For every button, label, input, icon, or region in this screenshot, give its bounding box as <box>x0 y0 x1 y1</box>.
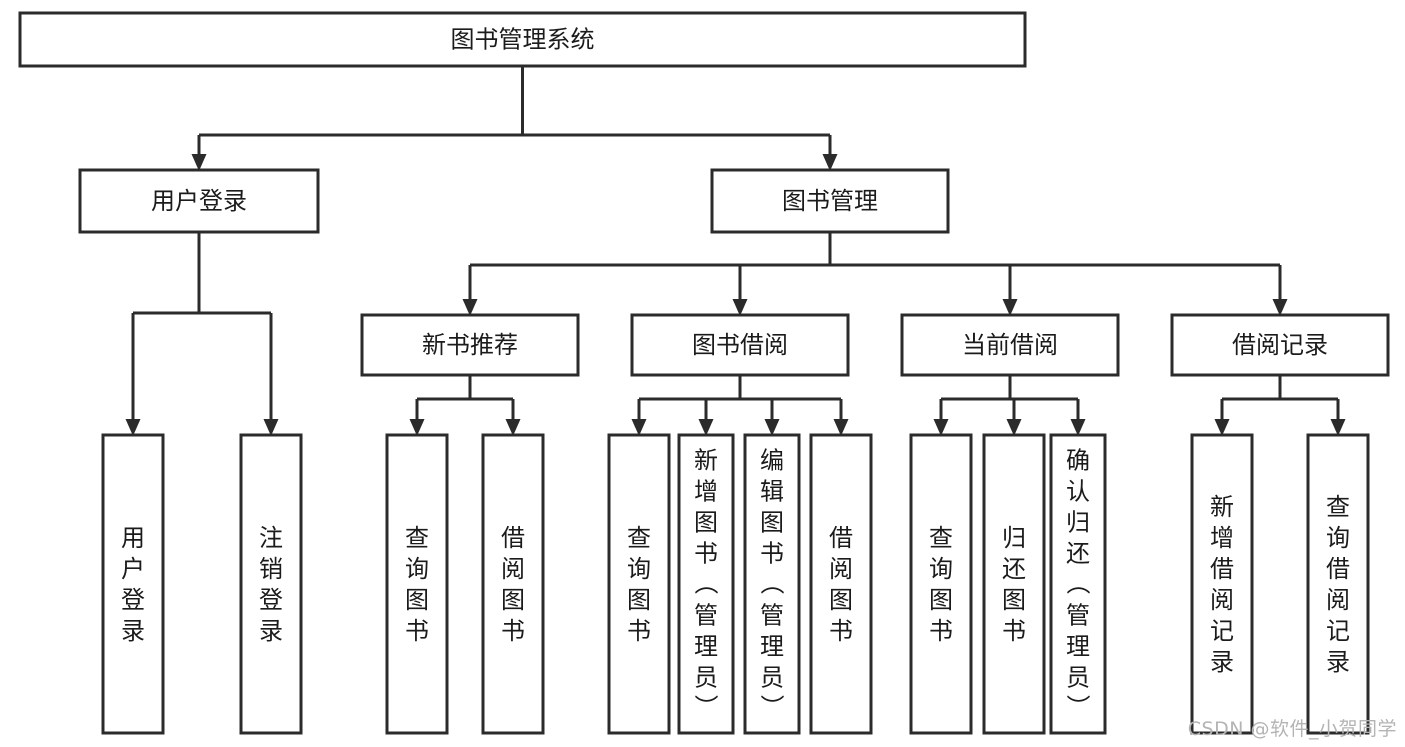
node-leaf-borrow-book-2[interactable]: 借阅图书 <box>809 433 873 735</box>
arrow-head-icon <box>1272 299 1288 316</box>
node-box <box>360 313 580 377</box>
node-box <box>630 313 850 377</box>
node-label: 编辑图书︵管理员︶ <box>760 447 784 723</box>
node-box <box>239 433 303 735</box>
arrow-head-icon <box>1330 419 1346 436</box>
arrow-head-icon <box>1006 419 1022 436</box>
node-leaf-query-borrow-record[interactable]: 查询借阅记录 <box>1306 433 1370 735</box>
node-current-borrow[interactable]: 当前借阅 <box>900 313 1120 377</box>
node-label: 新增借阅记录 <box>1210 493 1234 676</box>
arrow-head-icon <box>1214 419 1230 436</box>
nodes-layer: 图书管理系统用户登录图书管理新书推荐图书借阅当前借阅借阅记录用户登录注销登录查询… <box>18 11 1390 735</box>
node-leaf-borrow-book-1[interactable]: 借阅图书 <box>481 433 545 735</box>
node-book-manage[interactable]: 图书管理 <box>710 168 950 234</box>
node-leaf-query-book-2[interactable]: 查询图书 <box>607 433 671 735</box>
node-user-login[interactable]: 用户登录 <box>78 168 320 234</box>
node-label: 新书推荐 <box>422 331 518 359</box>
node-box <box>481 433 545 735</box>
node-label: 图书管理 <box>782 187 878 215</box>
node-label: 用户登录 <box>121 524 145 645</box>
arrow-head-icon <box>1070 419 1086 436</box>
node-leaf-query-book-3[interactable]: 查询图书 <box>909 433 973 735</box>
arrow-head-icon <box>263 419 279 436</box>
arrow-head-icon <box>125 419 141 436</box>
arrow-head-icon <box>822 154 838 171</box>
arrow-head-icon <box>505 419 521 436</box>
node-label: 注销登录 <box>259 524 283 645</box>
arrow-head-icon <box>191 154 207 171</box>
node-book-borrow[interactable]: 图书借阅 <box>630 313 850 377</box>
arrow-head-icon <box>462 299 478 316</box>
arrow-head-icon <box>631 419 647 436</box>
node-leaf-add-book-admin[interactable]: 新增图书︵管理员︶ <box>677 433 735 735</box>
node-label: 图书管理系统 <box>451 26 595 54</box>
node-box <box>677 433 735 735</box>
node-label: 新增图书︵管理员︶ <box>694 447 718 723</box>
watermark-text: CSDN @软件_小贺同学 <box>1187 718 1397 740</box>
node-box <box>1049 433 1107 735</box>
arrow-head-icon <box>409 419 425 436</box>
node-label: 查询图书 <box>405 524 429 645</box>
node-box <box>982 433 1046 735</box>
node-box <box>1170 313 1390 377</box>
node-label: 归还图书 <box>1002 524 1026 645</box>
node-label: 查询图书 <box>929 524 953 645</box>
node-leaf-user-login[interactable]: 用户登录 <box>101 433 165 735</box>
node-box <box>101 433 165 735</box>
node-box <box>1306 433 1370 735</box>
node-leaf-add-borrow-record[interactable]: 新增借阅记录 <box>1190 433 1254 735</box>
node-box <box>18 11 1027 68</box>
node-borrow-record[interactable]: 借阅记录 <box>1170 313 1390 377</box>
arrow-head-icon <box>764 419 780 436</box>
arrow-head-icon <box>698 419 714 436</box>
node-label: 确认归还︵管理员︶ <box>1066 447 1090 723</box>
node-leaf-logout-login[interactable]: 注销登录 <box>239 433 303 735</box>
node-leaf-query-book-1[interactable]: 查询图书 <box>385 433 449 735</box>
arrow-head-icon <box>1002 299 1018 316</box>
node-label: 查询借阅记录 <box>1326 493 1350 676</box>
node-label: 借阅图书 <box>501 524 525 645</box>
node-box <box>743 433 801 735</box>
node-box <box>710 168 950 234</box>
node-new-book-rec[interactable]: 新书推荐 <box>360 313 580 377</box>
node-leaf-return-book[interactable]: 归还图书 <box>982 433 1046 735</box>
node-label: 当前借阅 <box>962 331 1058 359</box>
node-root[interactable]: 图书管理系统 <box>18 11 1027 68</box>
node-label: 查询图书 <box>627 524 651 645</box>
node-leaf-confirm-return-admin[interactable]: 确认归还︵管理员︶ <box>1049 433 1107 735</box>
node-box <box>900 313 1120 377</box>
edges-layer <box>125 66 1346 436</box>
node-label: 图书借阅 <box>692 331 788 359</box>
arrow-head-icon <box>732 299 748 316</box>
arrow-head-icon <box>933 419 949 436</box>
node-leaf-edit-book-admin[interactable]: 编辑图书︵管理员︶ <box>743 433 801 735</box>
node-box <box>385 433 449 735</box>
node-label: 用户登录 <box>151 187 247 215</box>
node-label: 借阅图书 <box>829 524 853 645</box>
node-box <box>909 433 973 735</box>
arrow-head-icon <box>833 419 849 436</box>
node-box <box>1190 433 1254 735</box>
node-box <box>607 433 671 735</box>
node-box <box>809 433 873 735</box>
node-label: 借阅记录 <box>1232 331 1328 359</box>
node-box <box>78 168 320 234</box>
